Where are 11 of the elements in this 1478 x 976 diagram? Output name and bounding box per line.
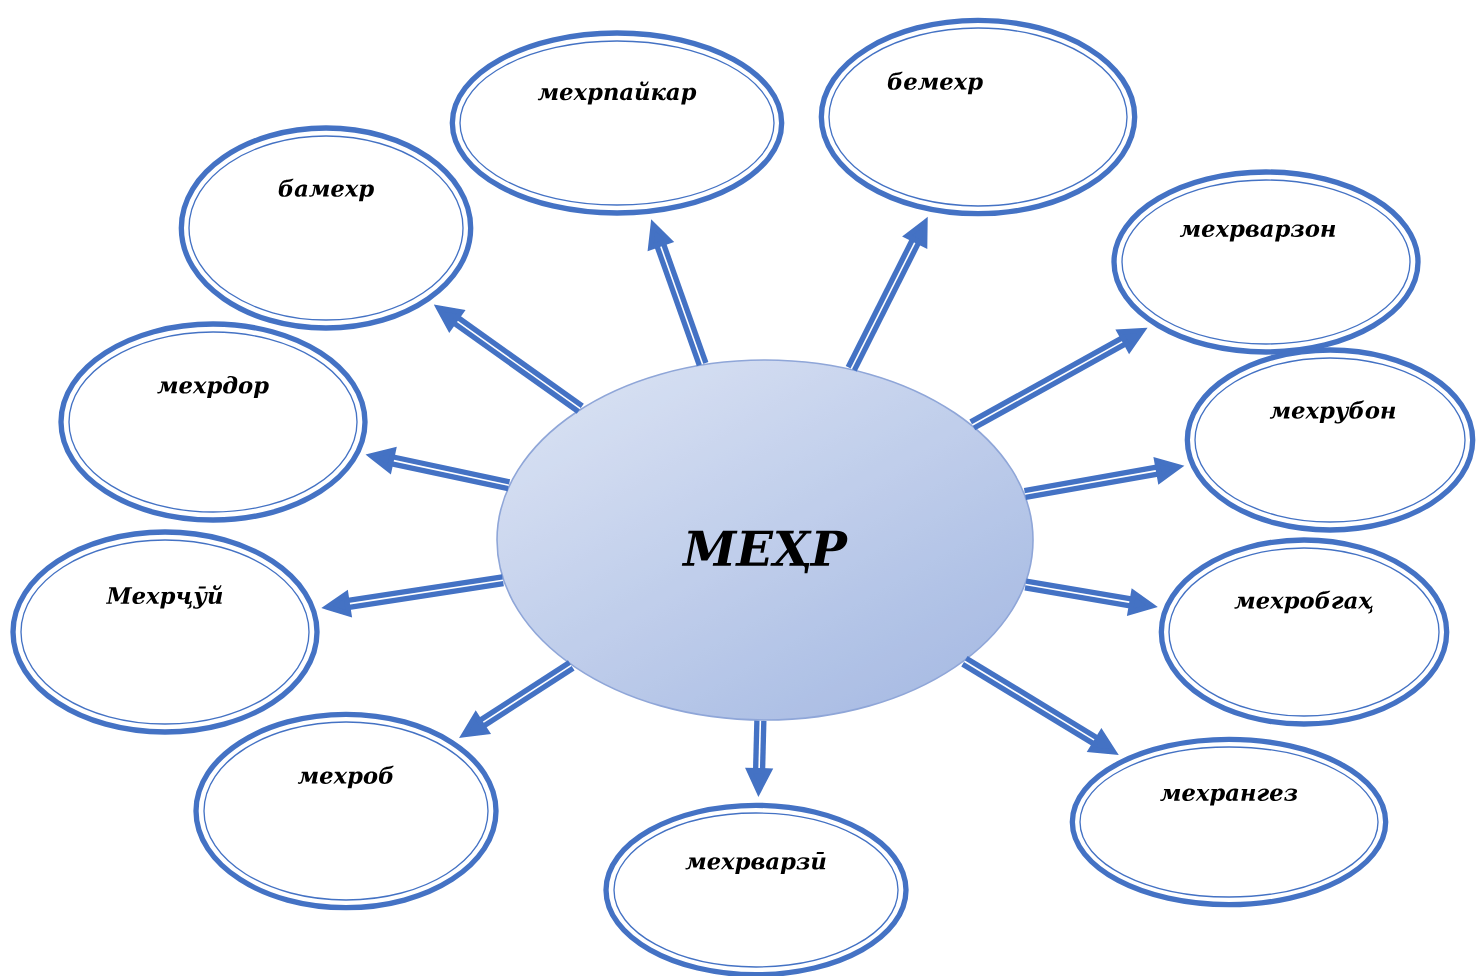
oval: мехрварзӣ bbox=[603, 802, 909, 976]
oval: бамехр bbox=[178, 125, 474, 331]
oval: мехрангез bbox=[1069, 736, 1389, 908]
oval: мехрдор bbox=[58, 321, 368, 523]
oval: мехробгаҳ bbox=[1158, 537, 1450, 727]
oval: мехроб bbox=[193, 711, 499, 911]
oval: мехрубон bbox=[1184, 347, 1476, 533]
oval: бемехр bbox=[818, 17, 1138, 217]
oval: мехрварзон bbox=[1111, 169, 1421, 355]
oval: Мехрҷӯй bbox=[10, 529, 320, 735]
oval: мехрпайкар bbox=[449, 30, 785, 216]
